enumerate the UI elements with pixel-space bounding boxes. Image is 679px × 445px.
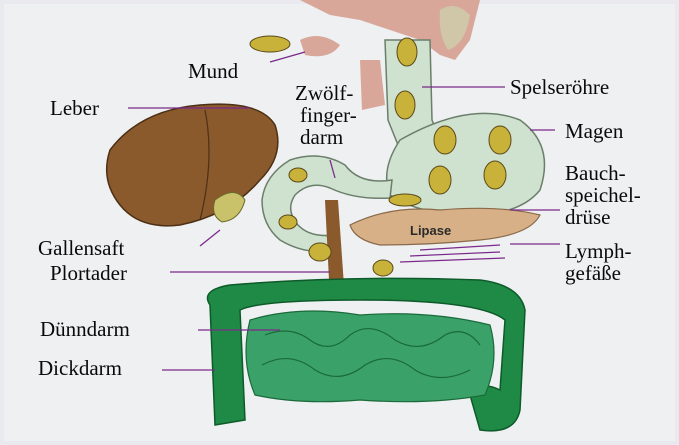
label-speiseroehre: Spelseröhre (510, 76, 609, 98)
food-particle (289, 168, 307, 182)
food-particle (484, 161, 506, 189)
label-lymphgefaesse-1: Lymph- (565, 240, 632, 262)
label-zwoelffingerdarm-1: Zwölf- (295, 82, 353, 104)
label-bauchspeicheldruese-2: speichel- (565, 184, 641, 206)
food-particle (397, 38, 417, 66)
food-particle (279, 215, 297, 229)
small-intestine-shape (246, 311, 494, 402)
label-gallensaft: Gallensaft (38, 237, 124, 259)
food-particle (309, 243, 331, 261)
food-particle (395, 91, 415, 119)
label-bauchspeicheldruese-3: drüse (565, 206, 611, 228)
food-particle (429, 166, 451, 194)
label-pfortader: Plortader (50, 262, 127, 284)
food-particle (389, 194, 421, 206)
label-bauchspeicheldruese-1: Bauch- (565, 162, 626, 184)
label-lymphgefaesse-2: gefäße (565, 262, 621, 284)
label-dickdarm: Dickdarm (38, 357, 122, 379)
label-magen: Magen (565, 120, 623, 142)
label-zwoelffingerdarm-3: darm (300, 126, 343, 148)
food-particle (373, 260, 393, 276)
label-duenndarm: Dünndarm (40, 318, 130, 340)
label-zwoelffingerdarm-2: finger- (300, 104, 357, 126)
food-particle (434, 126, 456, 154)
label-leber: Leber (50, 97, 99, 119)
food-particle (250, 36, 290, 52)
food-particle (489, 126, 511, 154)
label-mund: Mund (188, 60, 238, 82)
lipase-label: Lipase (410, 223, 451, 238)
